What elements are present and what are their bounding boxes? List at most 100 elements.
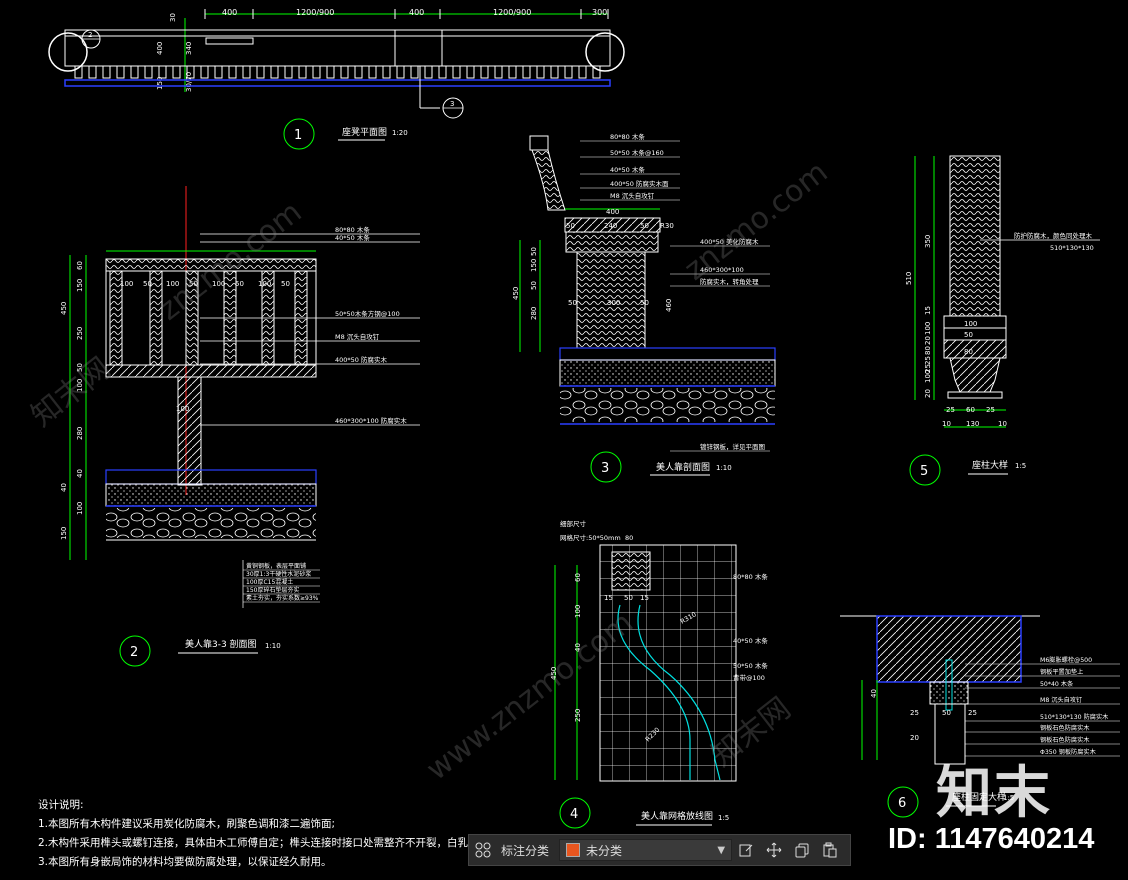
det4-label: 50*50 木条 [733, 661, 768, 670]
drawing-number: 1 [294, 128, 302, 143]
det6-label: M8 沉头自攻钉 [1040, 696, 1082, 704]
watermark-logo: 知末 [936, 761, 1052, 826]
sec2-label: 400*50 防腐实木 [335, 355, 387, 364]
sec3-dim: R30 [660, 222, 674, 230]
sec3-dim: 50 [640, 222, 649, 230]
sec2-left-dim: 100 [76, 502, 84, 515]
det5-bottom-dim: 10 [998, 420, 1007, 428]
plan-dim-top: 400 [409, 8, 424, 17]
sec2-top-dim: 100 [212, 280, 225, 288]
paste-icon[interactable] [816, 835, 844, 865]
det4-left-dim: 40 [574, 643, 582, 652]
sec3-dim: 50 [568, 299, 577, 307]
sec2-left-dim: 450 [60, 302, 68, 315]
det4-label: 网格尺寸:50*50mm [560, 533, 621, 542]
category-selected: 未分类 [586, 843, 623, 858]
move-icon[interactable] [760, 835, 788, 865]
sec2-top-dim: 50 [281, 280, 290, 288]
sec3-label: 460*300*100 [700, 266, 744, 274]
det5-left-dim: 25 [924, 356, 932, 365]
drawing-number: 3 [601, 461, 609, 476]
det6-dim: 25 [968, 709, 977, 717]
sec2-top-dim: 100 [120, 280, 133, 288]
notes-item: 1.本图所有木构件建议采用炭化防腐木，刷聚色调和漆二遍饰面; [38, 818, 336, 830]
det6-dim: 40 [870, 689, 878, 698]
plan-dim-top: 1200/900 [296, 8, 334, 17]
drawing-scale: 1:20 [392, 129, 408, 137]
drawing-title: 美人靠剖面图 [656, 461, 710, 473]
drawing-title: 座柱固定大样 [952, 791, 1006, 803]
sec2-label: 40*50 木条 [335, 233, 370, 242]
det6-label: Φ350 钢板防腐实木 [1040, 748, 1096, 756]
det4-label: 细部尺寸 [560, 519, 587, 528]
det4-label: 80 [625, 534, 633, 542]
sec2-top-dim: 50 [189, 280, 198, 288]
copy-icon[interactable] [788, 835, 816, 865]
sec3-dim: 450 [512, 287, 520, 300]
sec3-label: 400*50 美化防腐木 [700, 237, 759, 246]
grid-icon[interactable] [469, 835, 497, 865]
sec2-layer-label: 100厚C15混凝土 [246, 578, 293, 586]
sec2-left-dim: 60 [76, 261, 84, 270]
det4-left-dim: 250 [574, 709, 582, 722]
det5-label: 510*130*130 [1050, 244, 1094, 252]
sec2-label: 460*300*100 防腐实木 [335, 416, 407, 425]
sec3-dim: 50 [640, 299, 649, 307]
sec3-dim: 400 [606, 208, 619, 216]
det6-dim: 25 [910, 709, 919, 717]
det5-inner-dim: 100 [964, 320, 977, 328]
sec2-left-dim: 50 [76, 363, 84, 372]
notes-heading: 设计说明: [38, 799, 84, 811]
sec3-label: M8 沉头自攻钉 [610, 191, 655, 200]
sec2-layer-label: 150厚碎石垫层夯实 [246, 586, 299, 594]
det6-label: 50*40 木条 [1040, 680, 1073, 688]
sec2-left-dim: 250 [76, 327, 84, 340]
drawing-number: 5 [920, 464, 928, 479]
drawing-scale: 1:10 [716, 464, 732, 472]
det4-label: 40*50 木条 [733, 636, 768, 645]
det4-label: 80*80 木条 [733, 572, 768, 581]
plan-dim-left: 30 [169, 13, 177, 22]
det5-left-dim: 20 [924, 336, 932, 345]
drawing-scale: 1:10 [265, 642, 281, 650]
sec3-label: 400*50 防腐实木面 [610, 179, 669, 188]
chevron-down-icon: ▼ [717, 844, 726, 856]
det6-dim: 50 [942, 709, 951, 717]
callout-3: 3 [450, 100, 454, 108]
det4-left-dim: 60 [574, 573, 582, 582]
plan-dim-top: 400 [222, 8, 237, 17]
det6-label: 钢板石色防腐实木 [1040, 736, 1090, 744]
plan-dim-left: 340 [185, 42, 193, 55]
category-select[interactable]: 未分类 ▼ [559, 839, 733, 861]
toolbar-label: 标注分类 [501, 843, 550, 858]
sec2-post-dim: 100 [176, 405, 189, 413]
drawing-title: 美人靠网格放线图 [641, 810, 713, 822]
color-swatch [566, 843, 581, 857]
drawing-number: 6 [898, 796, 906, 811]
sec2-left-dim: 150 [60, 527, 68, 540]
plan-dim-left: 30/70 [185, 72, 193, 92]
det6-label: 钢板平置加垫上 [1040, 668, 1083, 676]
plan-dim-left: 150 [156, 77, 164, 90]
drawing-number: 4 [570, 807, 578, 822]
sec2-layer-label: 素土夯实，夯实系数≥93% [246, 594, 319, 602]
sec2-label: 80*80 木条 [335, 225, 370, 234]
sec2-top-dim: 100 [166, 280, 179, 288]
sec2-layer-label: 黄铜钢板，表层平面铺 [246, 562, 306, 570]
edit-icon[interactable] [732, 835, 760, 865]
sec2-top-dim: 50 [143, 280, 152, 288]
det6-label: 510*130*130 防腐实木 [1040, 713, 1108, 721]
det5-bottom-dim: 25 [986, 406, 995, 414]
design-notes: 设计说明: 1.本图所有木构件建议采用炭化防腐木，刷聚色调和漆二遍饰面; 2.木… [38, 796, 510, 872]
sec3-dim: 280 [530, 307, 538, 320]
drawing-scale: 1:5 [1015, 462, 1026, 470]
sec2-top-dim: 50 [235, 280, 244, 288]
det5-inner-dim: 80 [964, 348, 973, 356]
sec3-dim: 50 [530, 247, 538, 256]
sec3-dim: 150 [530, 259, 538, 272]
det5-left-dim: 20 [924, 389, 932, 398]
notes-item: 3.本图所有身嵌局饰的材料均要做防腐处理，以保证经久耐用。 [38, 856, 332, 868]
watermark-id: ID: 1147640214 [888, 823, 1095, 855]
